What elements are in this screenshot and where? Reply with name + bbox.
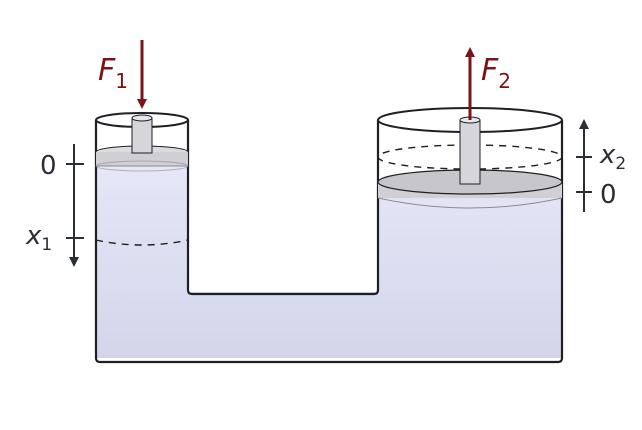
right-piston-rod: [459, 119, 481, 185]
fluid-body: [96, 160, 562, 358]
force-label-left: F1: [98, 53, 128, 93]
left-displaced-level: [95, 239, 189, 246]
left-piston-rod: [131, 117, 153, 154]
force-label-right: F2: [481, 53, 511, 93]
right-axis-x2: x2: [599, 140, 626, 174]
left-piston-body: [96, 152, 188, 166]
vessel-inner-walls: [186, 120, 380, 296]
left-axis-zero: 0: [40, 151, 57, 181]
left-axis-x1: x1: [25, 221, 52, 255]
vessel-outline: [94, 120, 564, 364]
right-axis-zero: 0: [600, 180, 617, 210]
